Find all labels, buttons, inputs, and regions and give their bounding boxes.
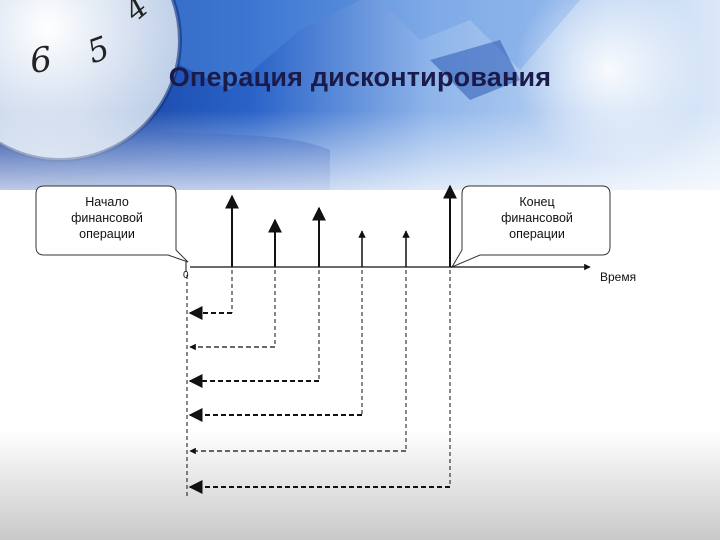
discount-arrow-3 xyxy=(188,270,320,388)
discount-arrow-6 xyxy=(188,270,451,494)
discount-arrow-5 xyxy=(189,270,407,455)
discount-arrow-2 xyxy=(189,270,276,351)
slide-title: Операция дисконтирования xyxy=(168,62,552,92)
end-callout-box xyxy=(450,185,611,269)
start-callout-line: операции xyxy=(79,227,135,241)
discount-arrow-4 xyxy=(188,270,363,422)
end-callout-line: Конец xyxy=(519,195,555,209)
discount-arrow-1 xyxy=(188,270,233,320)
end-callout: Конец финансовой операции xyxy=(466,194,608,242)
time-axis-label: Время xyxy=(600,270,637,284)
start-callout-box xyxy=(35,185,189,263)
end-callout-line: операции xyxy=(509,227,565,241)
end-callout-line: финансовой xyxy=(501,211,573,225)
start-callout: Начало финансовой операции xyxy=(40,194,174,242)
start-callout-line: финансовой xyxy=(71,211,143,225)
start-callout-line: Начало xyxy=(85,195,129,209)
origin-label: 0 xyxy=(183,270,189,281)
